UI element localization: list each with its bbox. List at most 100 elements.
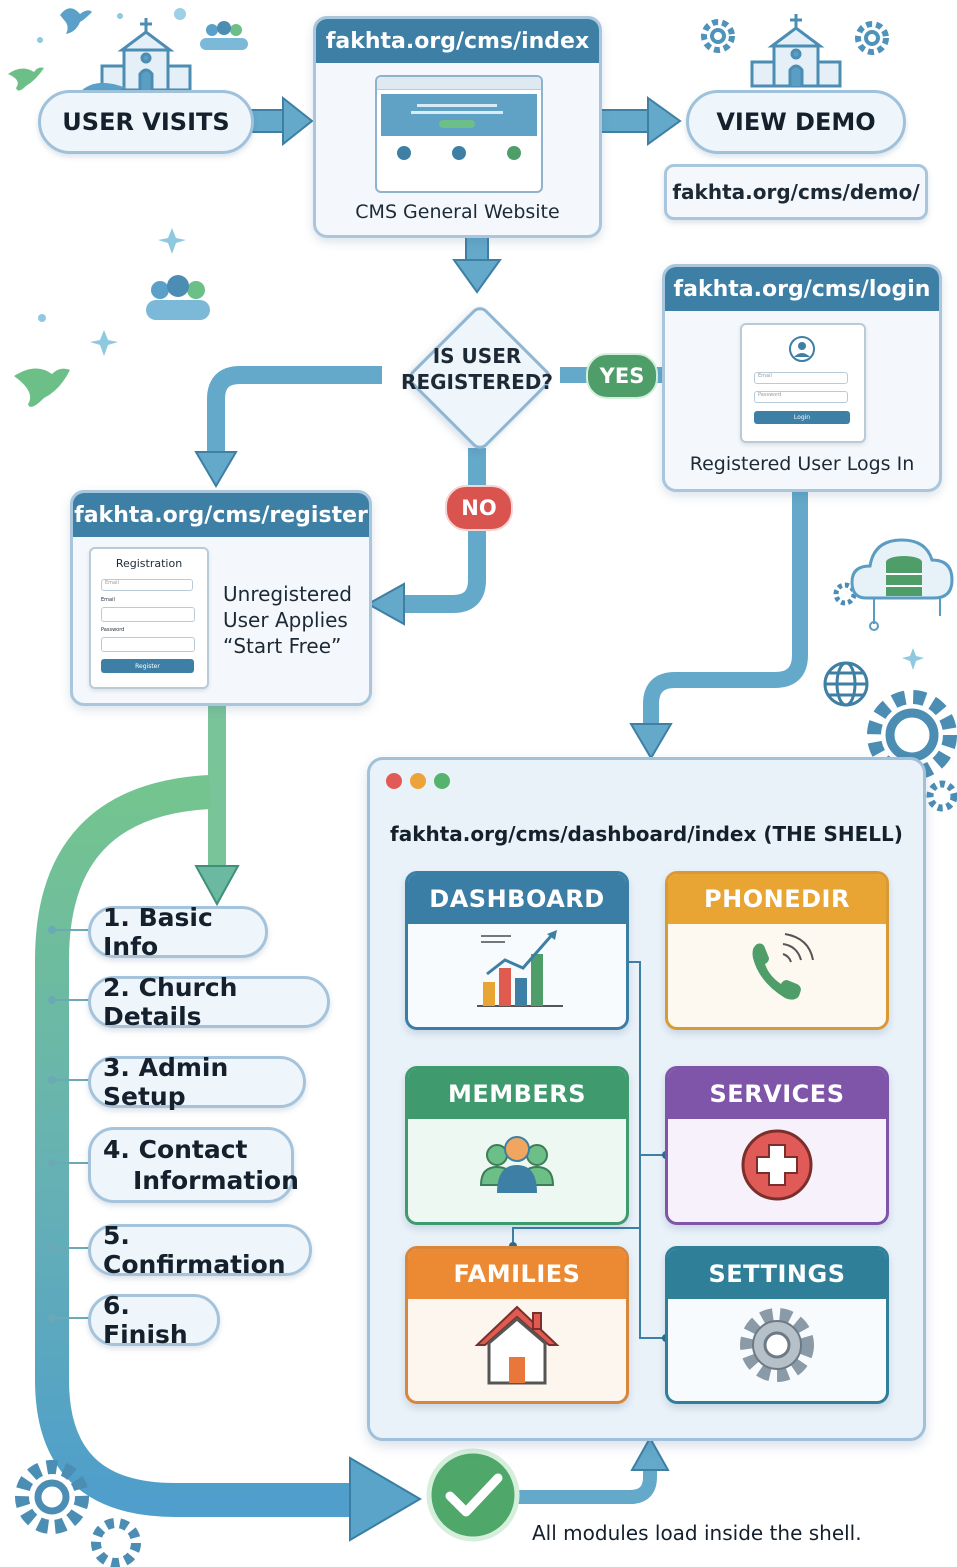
login-caption: Registered User Logs In [689,453,915,475]
register-url[interactable]: fakhta.org/cms/register [73,493,369,537]
step-label: 5. Confirmation [103,1221,286,1279]
step-label: 6. Finish [103,1291,188,1349]
shell-title: fakhta.org/cms/dashboard/index (THE SHEL… [390,822,903,846]
maximize-dot[interactable] [434,773,450,789]
view-demo-button[interactable]: VIEW DEMO [686,90,906,154]
register-password-input[interactable] [101,637,195,652]
check-icon [426,1448,520,1542]
yes-badge: YES [586,353,658,399]
register-page-card[interactable]: fakhta.org/cms/register Registration Ema… [70,490,372,706]
user-visits-node[interactable]: USER VISITS [38,90,254,154]
index-caption: CMS General Website [355,201,560,223]
module-services-header: SERVICES [668,1069,886,1119]
arrow-decision-no-to-register [400,448,486,613]
register-caption-line-2: User Applies [223,608,348,632]
login-button-label: Login [793,414,811,421]
register-email-label: Email [101,597,115,603]
module-settings-header: SETTINGS [668,1249,886,1299]
index-url[interactable]: fakhta.org/cms/index [316,19,599,63]
yes-label: YES [599,364,645,388]
arrow-decision-to-register [207,366,382,455]
close-dot[interactable] [386,773,402,789]
login-password-placeholder: Password [758,392,782,398]
view-demo-label: VIEW DEMO [716,108,876,136]
step-basic-info[interactable]: 1. Basic Info [88,903,268,961]
module-members[interactable]: MEMBERS [405,1066,629,1225]
website-preview [375,75,543,193]
login-password-field[interactable]: Password [754,391,848,403]
module-services[interactable]: SERVICES [665,1066,889,1225]
house-icon [474,1305,560,1385]
module-settings[interactable]: SETTINGS [665,1246,889,1404]
module-label: PHONEDIR [704,885,850,913]
no-badge: NO [445,485,513,531]
cloud-database-icon [850,538,954,631]
register-form-title: Registration [115,557,183,570]
people-icon [146,275,210,320]
people-icon [200,21,248,50]
register-password-label: Password [101,627,125,633]
register-form-preview: Registration Email Email Password Regist… [89,547,209,689]
step-finish[interactable]: 6. Finish [88,1291,220,1349]
module-families-header: FAMILIES [408,1249,626,1299]
module-phonedir[interactable]: PHONEDIR [665,871,889,1030]
user-avatar-icon [789,336,815,362]
login-url[interactable]: fakhta.org/cms/login [665,267,939,311]
footer-caption: All modules load inside the shell. [532,1521,862,1545]
decision-line-1: IS USER [432,344,522,368]
module-families[interactable]: FAMILIES [405,1246,629,1404]
arrow-index-to-demo [599,96,682,146]
module-label: DASHBOARD [429,885,605,913]
module-label: FAMILIES [453,1260,581,1288]
bar-chart-icon [477,930,563,1007]
user-visits-label: USER VISITS [62,108,230,136]
register-email-input[interactable] [101,607,195,622]
demo-url-box[interactable]: fakhta.org/cms/demo/ [664,164,928,220]
minimize-dot[interactable] [410,773,426,789]
register-submit-button[interactable]: Register [101,659,194,673]
church-icon [750,14,842,88]
step-connectors [48,926,92,1322]
register-email-field[interactable]: Email [101,579,193,591]
dove-icon [8,67,70,407]
step-label: 4. Contact [103,1135,248,1164]
arrow-steps-to-shell [35,775,360,1517]
plus-icon [741,1129,813,1201]
module-dashboard[interactable]: DASHBOARD [405,871,629,1030]
module-members-header: MEMBERS [408,1069,626,1119]
step-church-details[interactable]: 2. Church Details [88,973,330,1031]
index-page-card[interactable]: fakhta.org/cms/index CMS General Website [313,16,602,238]
login-form-preview: Email Password Login [740,323,866,443]
window-controls [386,773,450,789]
church-icon [100,18,192,92]
decision-question: IS USER REGISTERED? [380,343,574,395]
module-label: SERVICES [709,1080,845,1108]
arrow-login-to-shell [643,485,808,728]
step-label-continued: Information [133,1166,299,1195]
arrow-index-to-decision [452,231,502,294]
step-admin-setup[interactable]: 3. Admin Setup [88,1053,306,1111]
step-label: 1. Basic Info [103,903,213,961]
login-email-field[interactable]: Email [754,372,848,384]
arrow-visit-to-index [249,95,314,147]
no-label: NO [461,496,497,520]
gear-icon [701,19,889,55]
gear-icon [710,28,880,46]
module-dashboard-header: DASHBOARD [408,874,626,924]
globe-icon [823,661,869,707]
login-page-card[interactable]: fakhta.org/cms/login Email Password Logi… [662,264,942,492]
step-confirmation[interactable]: 5. Confirmation [88,1221,312,1279]
register-caption: Unregistered User Applies “Start Free” [223,581,352,659]
phone-icon [752,933,814,1000]
sparkle-icon [37,8,924,670]
step-label: 3. Admin Setup [103,1053,229,1111]
people-icon [479,1136,555,1193]
gear-icon [740,1308,814,1382]
step-contact-information[interactable]: 4. Contact Information [88,1127,299,1203]
register-button-label: Register [135,662,160,670]
module-label: MEMBERS [447,1080,587,1108]
login-submit-button[interactable]: Login [754,411,850,424]
login-email-placeholder: Email [758,373,772,379]
register-caption-line-3: “Start Free” [223,634,342,658]
